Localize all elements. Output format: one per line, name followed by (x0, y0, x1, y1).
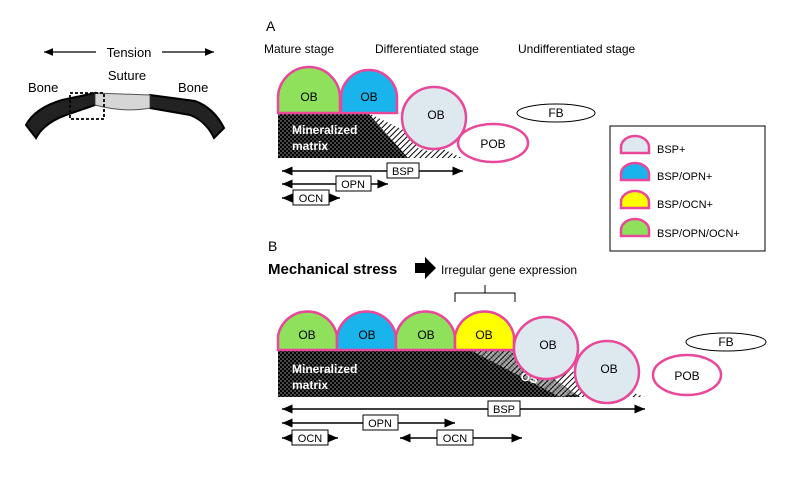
bsp-label-a: BSP (392, 166, 414, 178)
pob-cell-b (651, 353, 723, 397)
bone-right (149, 93, 226, 140)
matrix-label-a-1: Mineralized (292, 123, 357, 137)
bone-right-label: Bone (178, 80, 208, 95)
ob-cell-pale-b-1 (512, 315, 580, 381)
fb-cell-a (516, 103, 596, 123)
bsp-box-a (386, 162, 420, 179)
fb-label-b: FB (718, 335, 733, 349)
legend-label-bsp-ocn: BSP/OCN+ (657, 199, 713, 211)
panel-b-letter: B (268, 238, 277, 254)
legend: BSP+ BSP/OPN+ BSP/OCN+ BSP/OPN/OCN+ (609, 125, 766, 252)
bsp-label-b: BSP (493, 404, 515, 416)
bone-left (24, 91, 96, 140)
matrix-label-a-2: matrix (292, 139, 328, 153)
pob-cell-a (456, 122, 530, 164)
legend-label-bsp-opn: BSP/OPN+ (657, 171, 712, 183)
ocn-label-b-1: OCN (298, 433, 323, 445)
stage-undifferentiated: Undifferentiated stage (518, 42, 636, 56)
legend-label-bsp: BSP+ (657, 144, 685, 156)
ob-label-a-2: OB (360, 90, 377, 104)
fb-label-a: FB (548, 106, 563, 120)
legend-swatch-bsp-opn (619, 161, 651, 182)
suture-overview: Tension Suture Bone Bone (24, 45, 226, 140)
irregular-bracket (454, 285, 516, 302)
legend-swatch-bsp-opn-ocn (619, 217, 651, 238)
opn-box-b (362, 414, 399, 431)
stage-differentiated: Differentiated stage (375, 42, 479, 56)
ob-cell-green-b-1 (276, 310, 339, 352)
ocn-label-b-2: OCN (443, 433, 468, 445)
pob-label-b: POB (674, 369, 699, 383)
fb-cell-b (685, 332, 767, 352)
legend-label-bsp-opn-ocn: BSP/OPN/OCN+ (657, 228, 740, 240)
ocn-label-a: OCN (299, 193, 324, 205)
mechanical-stress-label: Mechanical stress (268, 261, 397, 278)
ob-label-b-3: OB (417, 328, 434, 342)
ocn-box-b-2 (436, 429, 474, 446)
matrix-label-b-2: matrix (292, 378, 328, 392)
ocn-box-a (292, 189, 330, 206)
bsp-box-b (487, 400, 521, 417)
opn-box-a (335, 175, 372, 192)
ob-cell-blue-a (339, 68, 399, 115)
panel-a: A Mature stage Differentiated stage Undi… (264, 18, 636, 206)
ob-label-b-5: OB (539, 338, 556, 352)
ob-label-b-2: OB (358, 328, 375, 342)
opn-label-b: OPN (368, 418, 392, 430)
ob-label-a-3: OB (427, 108, 444, 122)
ob-cell-yellow-b (453, 310, 516, 352)
ob-cell-green-a (276, 65, 342, 115)
ob-label-a-1: OB (300, 90, 317, 104)
suture-tissue (94, 92, 151, 111)
stage-mature: Mature stage (264, 42, 334, 56)
ob-cell-blue-b (335, 310, 398, 352)
matrix-label-b-1: Mineralized (292, 362, 357, 376)
ob-label-b-4: OB (475, 328, 492, 342)
ob-label-b-6: OB (600, 362, 617, 376)
ob-label-b-1: OB (298, 328, 315, 342)
ob-cell-pale-b-2 (573, 339, 641, 405)
ob-cell-pale-a (400, 85, 468, 151)
opn-label-a: OPN (341, 179, 365, 191)
mineralized-matrix-a (278, 113, 408, 158)
irregular-label: Irregular gene expression (441, 263, 577, 277)
panel-b: B Mechanical stress Irregular gene expre… (268, 238, 767, 446)
stress-arrow (415, 257, 436, 279)
pob-label-a: POB (480, 137, 505, 151)
tension-label: Tension (107, 45, 152, 60)
zoom-box (69, 92, 105, 120)
ob-cell-green-b-2 (394, 310, 457, 352)
ocn-box-b-1 (291, 429, 329, 446)
bone-left-label: Bone (28, 80, 58, 95)
legend-swatch-bsp-ocn (619, 189, 651, 210)
suture-label: Suture (108, 68, 146, 83)
legend-swatch-bsp (619, 134, 651, 155)
panel-a-letter: A (266, 18, 276, 34)
